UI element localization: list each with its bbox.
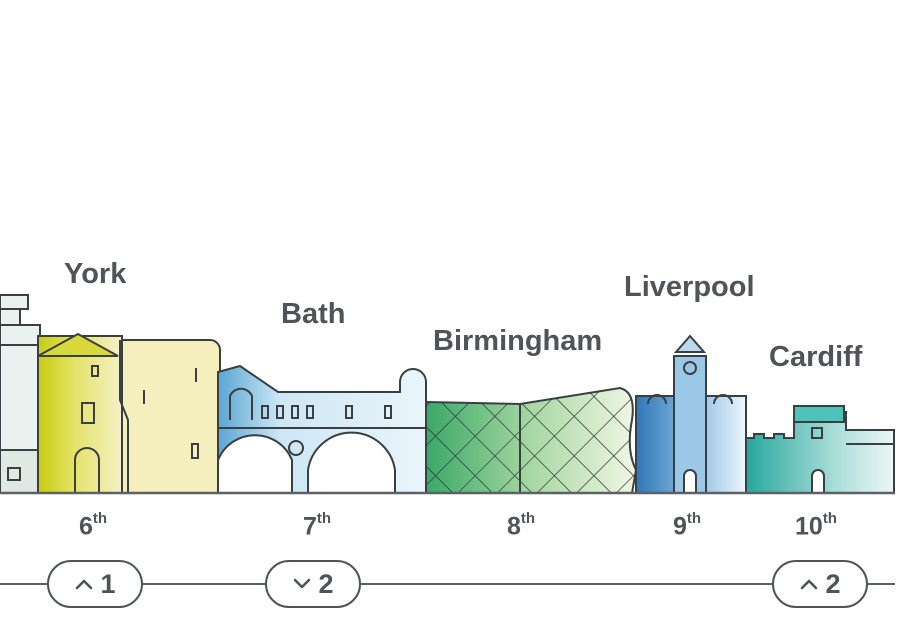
rank-change-badge-york: 1 (47, 560, 143, 608)
city-name-bath: Bath (281, 298, 346, 330)
chevron-up-icon (76, 579, 93, 590)
left-partial-building (0, 294, 41, 494)
cardiff-building (745, 405, 895, 494)
city-name-liverpool: Liverpool (624, 271, 755, 303)
chevron-down-icon (294, 578, 311, 589)
rank-bath: 7th (303, 510, 332, 541)
city-name-birmingham: Birmingham (433, 325, 603, 357)
city-name-york: York (64, 258, 127, 290)
birmingham-building (425, 386, 638, 494)
city-name-cardiff: Cardiff (769, 341, 863, 373)
rank-change-badge-bath: 2 (265, 560, 361, 608)
rank-change-value: 2 (318, 568, 334, 599)
timeline-line (0, 583, 895, 585)
bath-building (217, 364, 427, 494)
rank-liverpool: 9th (673, 510, 702, 541)
rank-birmingham: 8th (507, 510, 536, 541)
york-building (37, 332, 221, 494)
rank-york: 6th (79, 510, 108, 541)
liverpool-building (635, 334, 747, 494)
rank-change-value: 1 (100, 568, 116, 599)
rank-change-value: 2 (825, 568, 841, 599)
rank-cardiff: 10th (795, 510, 837, 541)
chevron-up-icon (801, 579, 818, 590)
rank-change-badge-cardiff: 2 (772, 560, 868, 608)
